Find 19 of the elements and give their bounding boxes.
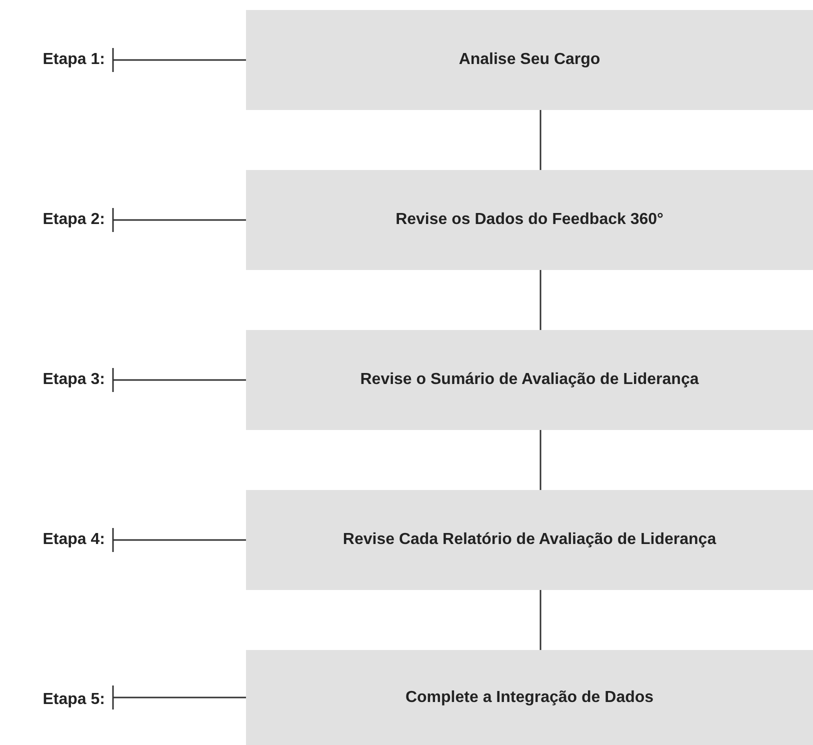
- step-label: Etapa 4:: [0, 520, 113, 560]
- connector-line: [540, 430, 542, 490]
- leader-line: [112, 47, 246, 73]
- step-label: Etapa 2:: [0, 200, 113, 240]
- leader-line: [112, 207, 246, 233]
- connector-line: [540, 110, 542, 170]
- step-box: Revise os Dados do Feedback 360°: [246, 170, 813, 270]
- step-label: Etapa 5:: [0, 680, 113, 720]
- step-box: Complete a Integração de Dados: [246, 650, 813, 745]
- leader-line: [112, 367, 246, 393]
- step-box: Revise o Sumário de Avaliação de Liderança: [246, 330, 813, 430]
- step-label: Etapa 1:: [0, 40, 113, 80]
- leader-line: [112, 684, 246, 710]
- connector-line: [540, 590, 542, 650]
- connector-line: [540, 270, 542, 330]
- step-label: Etapa 3:: [0, 360, 113, 400]
- step-box: Analise Seu Cargo: [246, 10, 813, 110]
- step-box: Revise Cada Relatório de Avaliação de Liderança: [246, 490, 813, 590]
- leader-line: [112, 527, 246, 553]
